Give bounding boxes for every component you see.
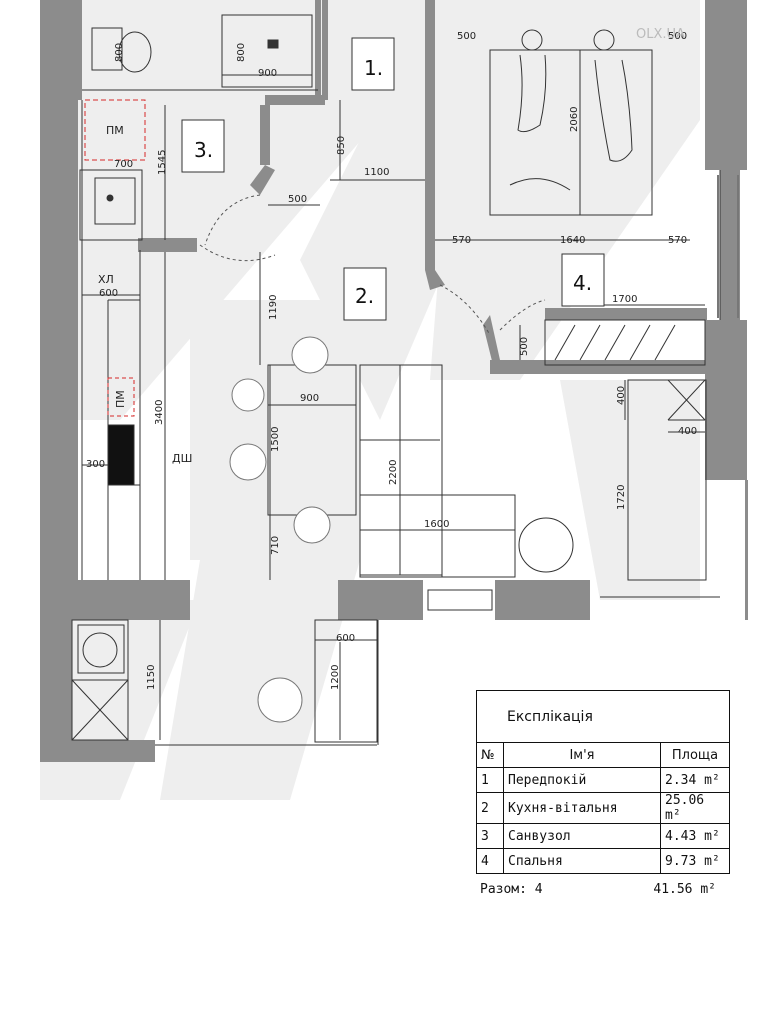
room-1-number: 1. [364,56,383,80]
dim-1700: 1700 [612,294,637,305]
legend-table: Експлікація № Ім'я Площа 1 Передпокій 2.… [476,690,730,897]
row-area: 25.06 m² [660,792,730,824]
dim-600-desk: 600 [336,633,355,644]
dim-400-vertical: 400 [616,386,627,405]
dim-1100: 1100 [364,167,389,178]
room-boxes [181,37,605,321]
cooktop-icon [107,424,135,486]
washing-machine-icon [77,624,125,674]
dim-2200: 2200 [388,460,399,485]
label-pm-lower: ПМ [114,390,127,408]
dim-1500: 1500 [270,427,281,452]
dim-700: 700 [114,159,133,170]
dim-800-shower: 800 [236,43,247,62]
shower-icon [267,39,279,49]
chair-icon [291,336,329,374]
fixtures [77,27,574,674]
row-number: 3 [476,823,504,849]
row-number: 4 [476,848,504,874]
label-hl: ХЛ [98,273,114,286]
dim-1600: 1600 [424,519,449,530]
dim-1200: 1200 [330,665,341,690]
dim-710: 710 [270,536,281,555]
room-2-number: 2. [355,284,374,308]
row-area: 4.43 m² [660,823,730,849]
legend-header-name: Ім'я [503,742,661,768]
coffee-table-icon [518,517,574,573]
dim-400-horizontal: 400 [678,426,697,437]
doors [199,194,546,336]
room-3-number: 3. [194,138,213,162]
chairs [229,336,331,723]
dim-300: 300 [86,459,105,470]
wardrobe-hatch [554,324,676,361]
dim-600-kitchen: 600 [99,288,118,299]
microwave-icon-1 [84,99,146,161]
legend-header-area: Площа [660,742,730,768]
legend-title: Експлікація [476,690,730,742]
chair-icon [257,677,303,723]
walls [40,0,748,762]
dim-900-top: 900 [258,68,277,79]
table-row: 4 Спальня 9.73 m² [476,848,730,874]
dim-1150: 1150 [146,665,157,690]
legend-header-row: № Ім'я Площа [476,742,730,768]
dim-3400: 3400 [154,400,165,425]
dim-500-bed-left: 500 [457,31,476,42]
dim-1640: 1640 [560,235,585,246]
sink-icon [106,194,114,202]
table-row: 2 Кухня-вітальня 25.06 m² [476,792,730,824]
row-name: Передпокій [503,767,661,793]
row-number: 2 [476,792,504,824]
windows [717,175,739,318]
chair-icon [293,506,331,544]
dimension-lines [82,50,705,740]
dim-900-table: 900 [300,393,319,404]
table-row: 3 Санвузол 4.43 m² [476,823,730,849]
toilet-icon [91,27,123,71]
dim-1720: 1720 [616,485,627,510]
chair-icon [231,378,265,412]
dim-850: 850 [336,136,347,155]
dim-570-right: 570 [668,235,687,246]
room-4-number: 4. [573,271,592,295]
row-number: 1 [476,767,504,793]
dim-1545: 1545 [157,150,168,175]
row-name: Спальня [503,848,661,874]
dim-2060: 2060 [569,107,580,132]
dim-500-corridor: 500 [288,194,307,205]
shadow-layer [40,0,700,800]
row-area: 9.73 m² [660,848,730,874]
total-label: Разом: 4 [480,882,543,897]
dim-500-wardrobe: 500 [519,337,530,356]
dim-800-toilet: 800 [114,43,125,62]
total-area: 41.56 m² [653,882,716,897]
chair-icon [229,443,267,481]
label-dsh: ДШ [172,452,192,465]
bed-sketch [509,29,633,191]
legend-header-number: № [476,742,504,768]
microwave-icon-2 [107,377,135,417]
dim-500-bed-right: 500 [668,31,687,42]
row-name: Санвузол [503,823,661,849]
watermark-text: OLX.UA [636,27,685,42]
label-pm-upper: ПМ [106,124,124,137]
dim-570-left: 570 [452,235,471,246]
legend-total: Разом: 4 41.56 m² [476,874,730,897]
row-area: 2.34 m² [660,767,730,793]
row-name: Кухня-вітальня [503,792,661,824]
dim-1190: 1190 [268,295,279,320]
table-row: 1 Передпокій 2.34 m² [476,767,730,793]
legend-grid: № Ім'я Площа 1 Передпокій 2.34 m² 2 Кухн… [476,742,730,874]
